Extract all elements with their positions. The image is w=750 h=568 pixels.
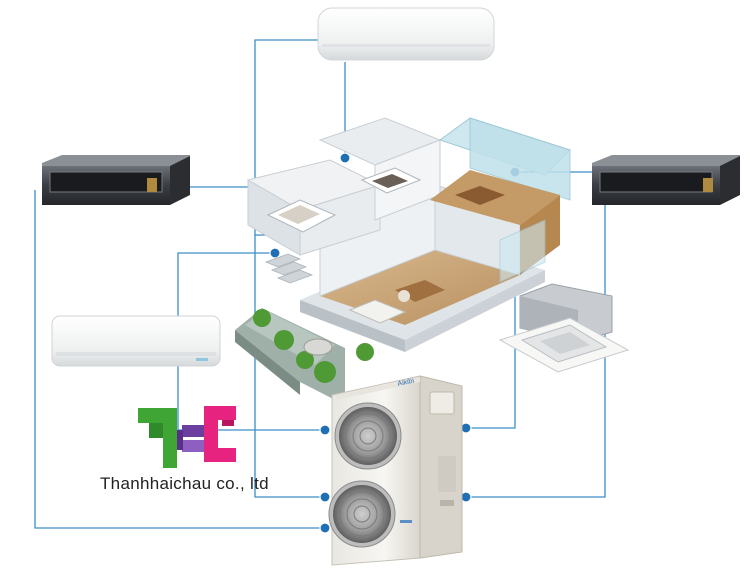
pipe-cassette (466, 240, 516, 429)
outdoor-unit-brand-label: Aikibi (397, 378, 415, 388)
outdoor-condensing-unit: Aikibi (328, 375, 463, 566)
ducted-indoor-unit-right (592, 155, 740, 205)
house-cutaway-illustration (235, 117, 571, 405)
ducted-indoor-unit-left (42, 155, 190, 205)
wall-mounted-indoor-unit-left (51, 315, 221, 367)
pipe-left-wall-unit (177, 252, 275, 318)
garden-trees-icon (253, 284, 468, 383)
wall-mounted-indoor-unit-top (317, 7, 495, 61)
ceiling-cassette-unit (498, 283, 630, 373)
company-logo (138, 406, 236, 468)
company-name-label: Thanhhaichau co., ltd (100, 474, 269, 493)
pipe-left-duct-to-outdoor (34, 190, 325, 529)
